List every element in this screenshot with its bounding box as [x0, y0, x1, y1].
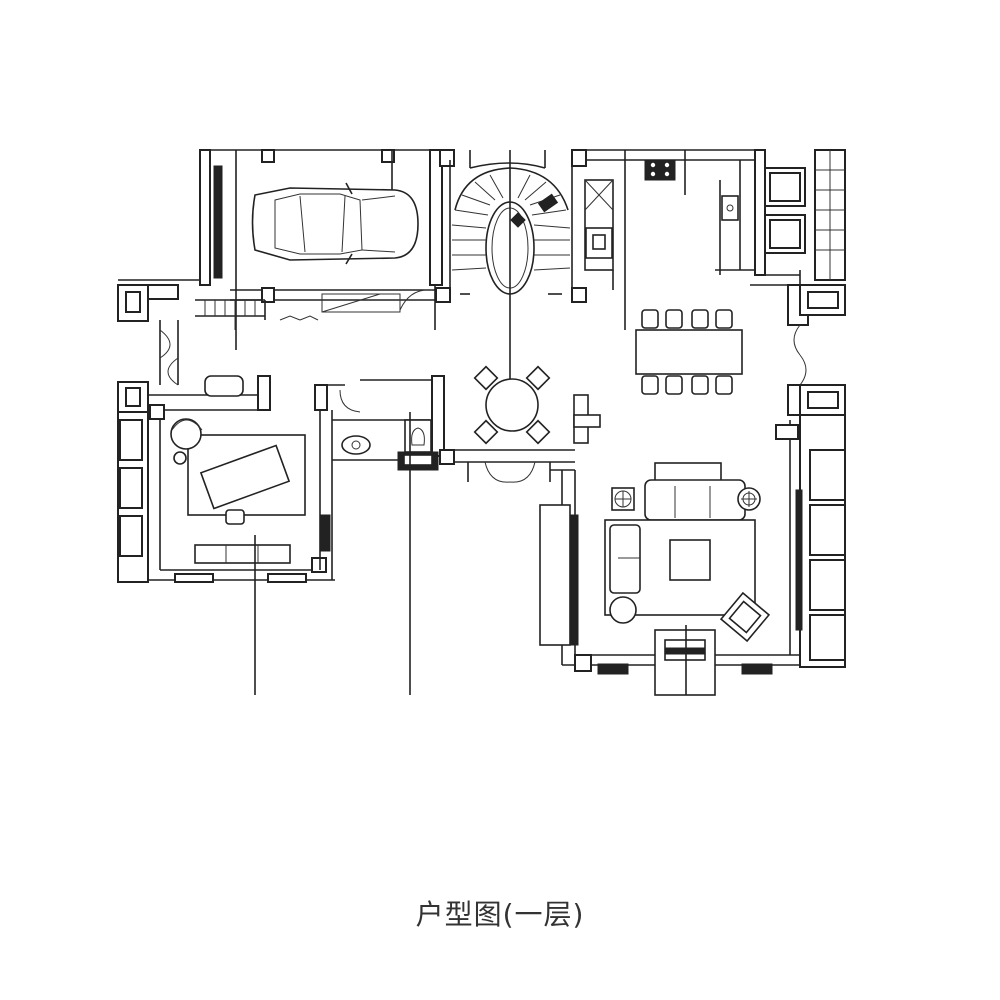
dining-area	[635, 284, 846, 416]
interior-walls	[264, 270, 801, 330]
powder-room	[314, 375, 445, 695]
staircase	[435, 149, 587, 395]
plan-caption: 户型图(一层)	[415, 898, 585, 931]
living-room	[539, 414, 846, 696]
bike-rack	[195, 299, 319, 330]
car-icon	[251, 182, 419, 265]
kitchen	[584, 149, 846, 330]
study-room	[117, 404, 335, 695]
foyer-round-table	[439, 365, 601, 483]
entry-porch	[117, 279, 271, 413]
